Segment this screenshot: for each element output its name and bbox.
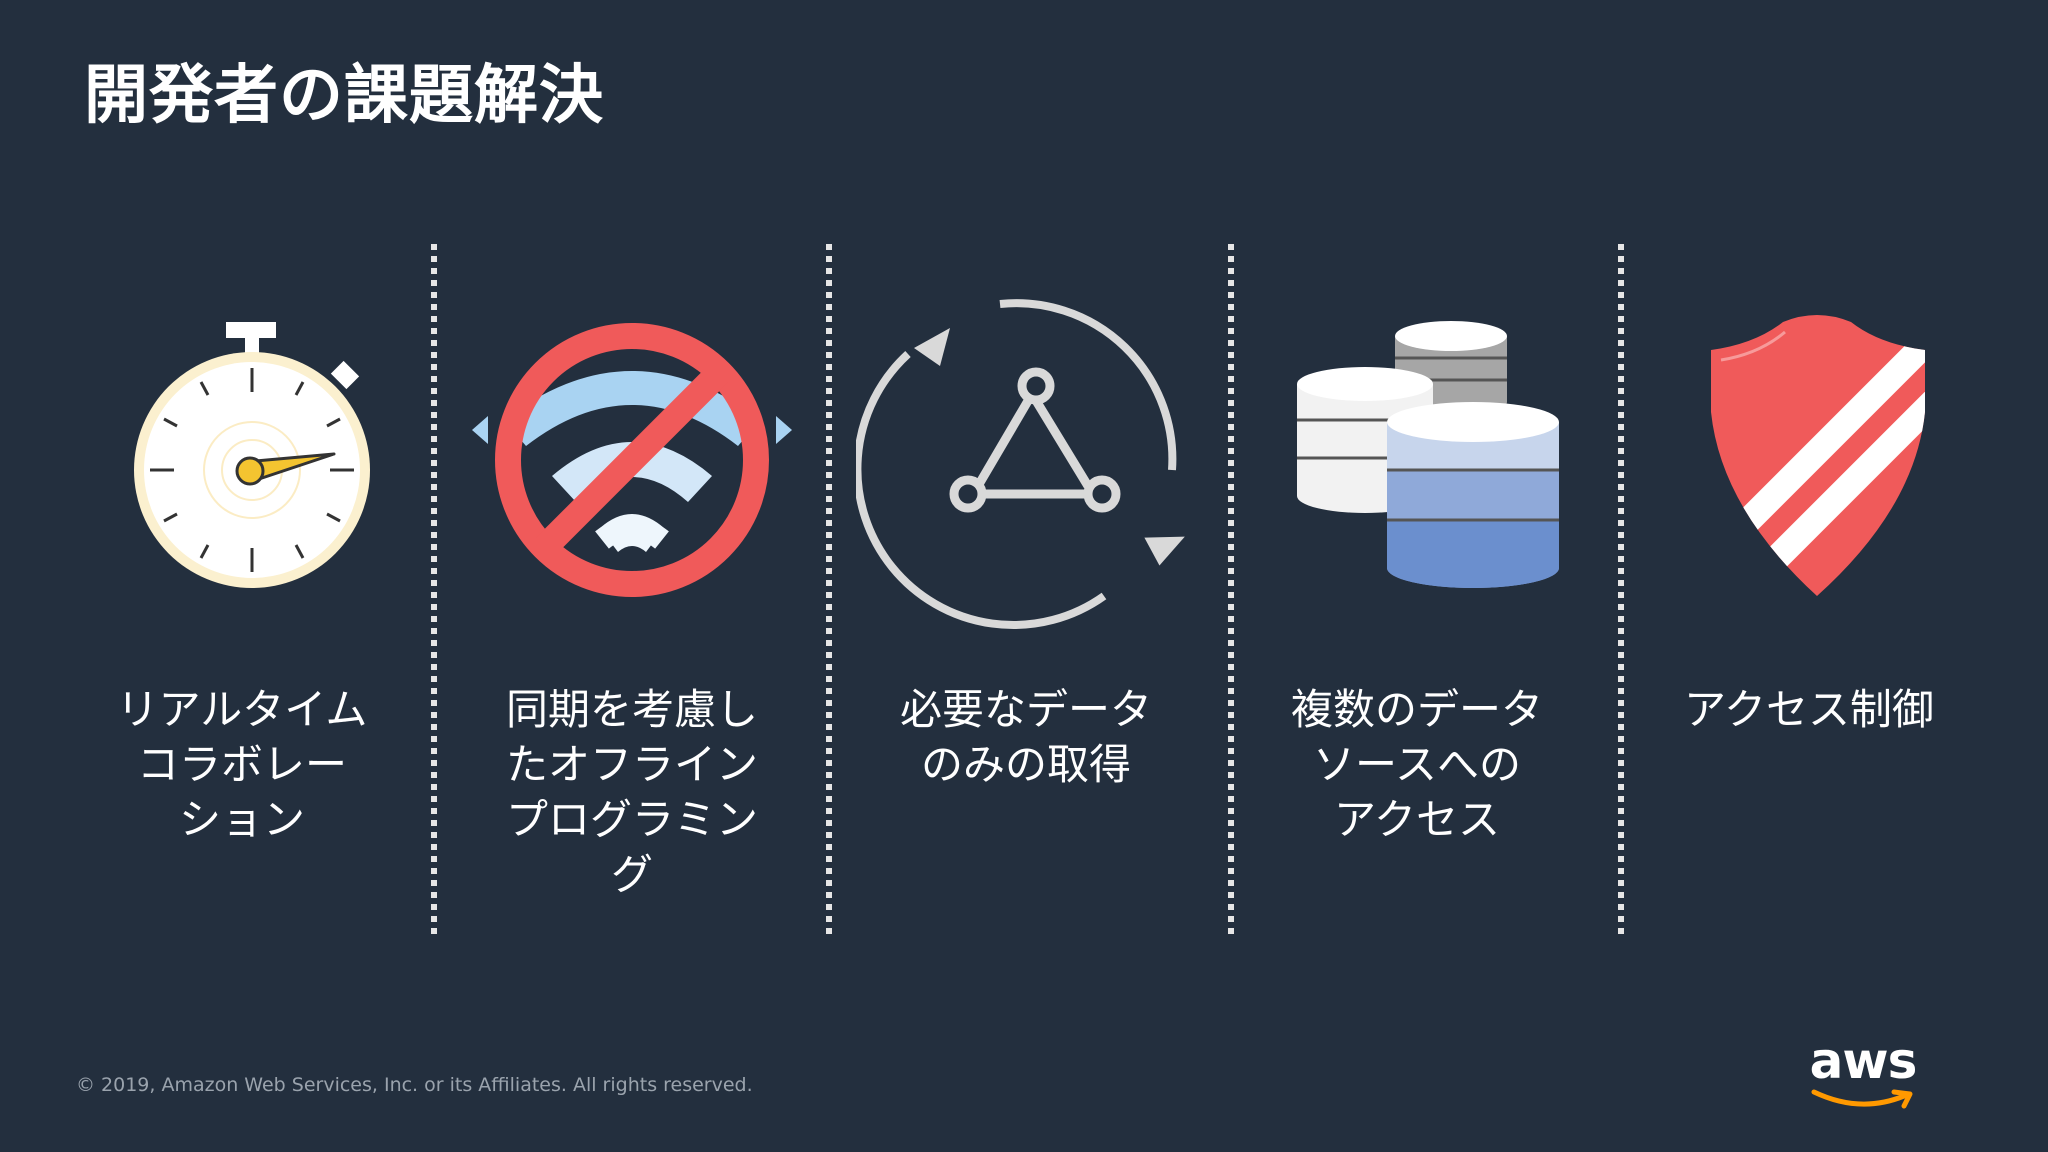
stopwatch-icon	[72, 290, 412, 630]
feature-label: 必要なデータ のみの取得	[899, 685, 1152, 789]
copyright-notice: © 2019, Amazon Web Services, Inc. or its…	[76, 1074, 753, 1096]
aws-logo: aws	[1808, 1032, 1918, 1114]
feature-multiple-data-sources: 複数のデータ ソースへの アクセス	[1237, 290, 1597, 847]
database-stack-icon	[1247, 290, 1587, 630]
feature-label: 同期を考慮し たオフライン プログラミン グ	[505, 685, 758, 899]
feature-fetch-needed-data: 必要なデータ のみの取得	[846, 290, 1206, 792]
feature-label: リアルタイム コラボレー ション	[116, 685, 368, 844]
feature-access-control: アクセス制御	[1629, 290, 1989, 737]
divider	[826, 244, 832, 938]
feature-label: アクセス制御	[1684, 685, 1934, 734]
divider	[1618, 244, 1624, 938]
divider	[1228, 244, 1234, 938]
graph-sync-icon	[856, 290, 1196, 630]
aws-smile-icon	[1811, 1089, 1913, 1109]
no-wifi-icon	[462, 290, 802, 630]
feature-realtime-collaboration: リアルタイム コラボレー ション	[62, 290, 422, 847]
feature-offline-programming: 同期を考慮し たオフライン プログラミン グ	[452, 290, 812, 902]
shield-icon	[1639, 290, 1979, 630]
slide-title: 開発者の課題解決	[84, 59, 604, 133]
feature-label: 複数のデータ ソースへの アクセス	[1290, 685, 1543, 844]
divider	[431, 244, 437, 938]
aws-logo-text: aws	[1809, 1032, 1918, 1090]
